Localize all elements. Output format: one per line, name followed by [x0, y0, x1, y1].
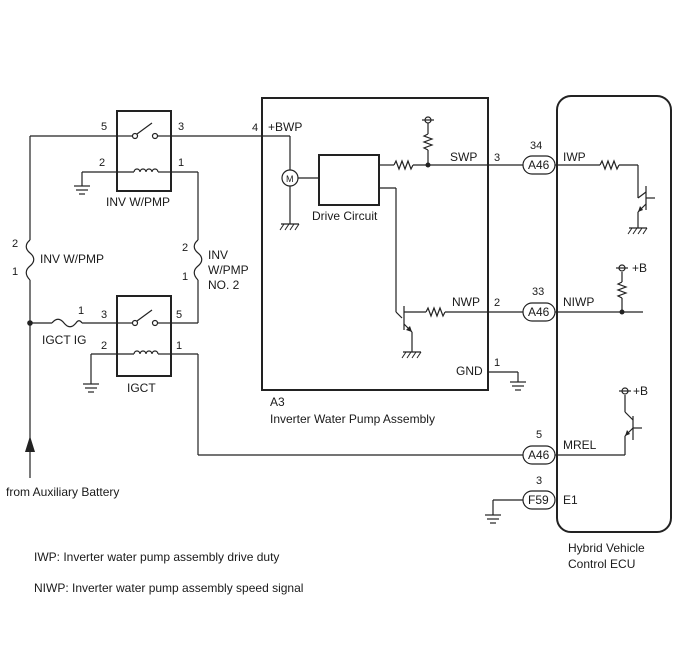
- gnd-label: GND: [456, 364, 483, 378]
- fuse-no2-label-3: NO. 2: [208, 278, 240, 292]
- pump-name: Inverter Water Pump Assembly: [270, 412, 435, 426]
- ground-e1: [485, 499, 523, 524]
- connector-f59-e1-label: F59: [528, 493, 549, 507]
- fuse-inv-wpmp-pin2: 2: [12, 238, 18, 250]
- bus-junction-dot: [27, 320, 33, 326]
- supply-bus: [27, 135, 117, 440]
- connector-a46-mrel-label: A46: [528, 448, 550, 462]
- relay-igct: [116, 295, 172, 377]
- ecu-box: [556, 95, 672, 533]
- drive-circuit-box: [318, 154, 380, 206]
- e1-pin: 3: [536, 475, 542, 487]
- swp-circuit: [379, 116, 523, 171]
- pump-gnd: [488, 371, 526, 391]
- ground-relay-inv-wpmp: [74, 171, 117, 195]
- gnd-pin: 1: [494, 357, 500, 369]
- drive-circuit-label: Drive Circuit: [312, 209, 378, 223]
- relay-igct-pin1: 1: [176, 340, 182, 352]
- ecu-mrel-circuit: [555, 387, 642, 456]
- relay-inv-wpmp-pin5: 5: [101, 121, 107, 133]
- connector-a46-iwp-label: A46: [528, 158, 550, 172]
- pump-code: A3: [270, 395, 285, 409]
- fuse-no2-label-2: W/PMP: [208, 263, 249, 277]
- ecu-mrel-label: MREL: [563, 438, 597, 452]
- fuse-no2-label-1: INV: [208, 248, 228, 262]
- nwp-label: NWP: [452, 295, 480, 309]
- fuse-inv-wpmp: [25, 239, 35, 281]
- relay-igct-pin2: 2: [101, 340, 107, 352]
- swp-label: SWP: [450, 150, 477, 164]
- iwp-pin: 34: [530, 140, 542, 152]
- ecu-name-1: Hybrid Vehicle: [568, 541, 645, 555]
- mrel-pin: 5: [536, 429, 542, 441]
- battery-source-arrow: [25, 436, 35, 478]
- fuse-igct-ig-label: IGCT IG: [42, 333, 86, 347]
- ecu-name-2: Control ECU: [568, 557, 635, 571]
- niwp-pin: 33: [532, 286, 544, 298]
- connector-a46-niwp-label: A46: [528, 305, 550, 319]
- nwp-pin: 2: [494, 297, 500, 309]
- pump-bwp-label: +BWP: [268, 120, 302, 134]
- relay-inv-wpmp-pin1: 1: [178, 157, 184, 169]
- legend-niwp: NIWP: Inverter water pump assembly speed…: [34, 581, 303, 595]
- nwp-transistor: [379, 187, 523, 359]
- legend-iwp: IWP: Inverter water pump assembly drive …: [34, 550, 279, 564]
- relay-igct-label: IGCT: [127, 381, 156, 395]
- relay-inv-wpmp-label: INV W/PMP: [106, 195, 170, 209]
- fuse-igct-ig: [51, 318, 83, 328]
- fuse-no2-pin2: 2: [182, 242, 188, 254]
- fuse-no2-pin1: 1: [182, 271, 188, 283]
- relay-inv-wpmp-pin2: 2: [99, 157, 105, 169]
- ecu-iwp-circuit: [555, 159, 655, 235]
- ecu-niwp-supply-label: +B: [632, 261, 647, 275]
- wire-relay1-coil-to-relay2: [171, 171, 203, 324]
- ecu-iwp-label: IWP: [563, 150, 586, 164]
- swp-pin: 3: [494, 152, 500, 164]
- relay-inv-wpmp-pin3: 3: [178, 121, 184, 133]
- relay-inv-wpmp: [116, 110, 172, 192]
- fuse-inv-wpmp-pin1: 1: [12, 266, 18, 278]
- relay-igct-pin3: 3: [101, 309, 107, 321]
- source-label: from Auxiliary Battery: [6, 485, 119, 499]
- relay-igct-pin5: 5: [176, 309, 182, 321]
- ecu-niwp-circuit: [555, 264, 643, 315]
- motor-symbol: M: [286, 174, 294, 184]
- wire-relay1-to-bwp: [171, 135, 291, 171]
- ecu-niwp-label: NIWP: [563, 295, 594, 309]
- motor-icon: [279, 169, 319, 231]
- ground-relay-igct: [83, 353, 117, 393]
- fuse-inv-wpmp-label: INV W/PMP: [40, 252, 104, 266]
- fuse-igct-ig-pin: 1: [78, 305, 84, 317]
- pump-bwp-pin: 4: [252, 122, 258, 134]
- wire-igct-to-mrel: [171, 353, 523, 456]
- ecu-e1-label: E1: [563, 493, 578, 507]
- ecu-mrel-supply-label: +B: [633, 384, 648, 398]
- pump-assembly-box: [261, 97, 489, 391]
